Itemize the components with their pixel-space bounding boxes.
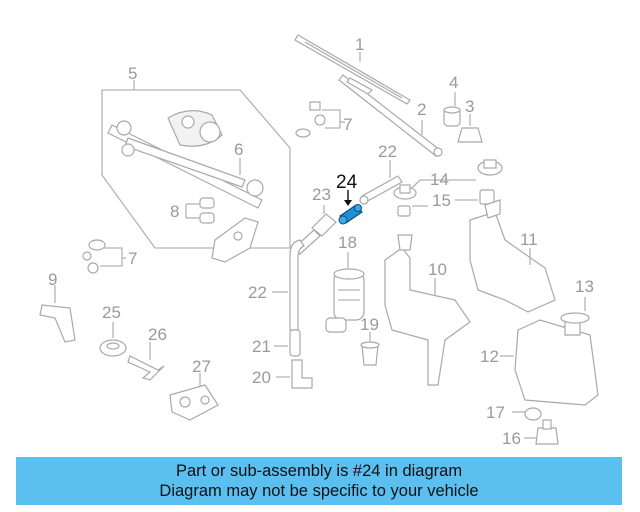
cap-part [443,106,461,127]
nut-bolt-part [295,101,326,138]
callout-12: 12 [480,347,499,366]
callout-9: 9 [48,270,57,289]
callout-16: 16 [502,429,521,448]
info-banner: Part or sub-assembly is #24 in diagram D… [16,457,622,505]
callout-24-highlighted: 24 [336,172,358,193]
washer-nozzle-part [393,159,503,200]
callout-6: 6 [234,140,243,159]
callout-1: 1 [355,35,364,54]
callout-17: 17 [486,403,505,422]
callout-10: 10 [428,260,447,279]
hose-part-26 [127,355,165,381]
seal-part [560,312,590,324]
callout-22-bottom: 22 [248,283,267,302]
callout-11: 11 [520,230,538,249]
callout-18: 18 [338,233,357,252]
callout-23: 23 [312,185,331,204]
parts-diagram: 1 2 3 4 5 6 7 7 8 9 10 11 12 13 14 15 16… [39,34,599,448]
callout-25: 25 [102,303,121,322]
callout-3: 3 [465,97,474,116]
grommet-part-25 [99,339,127,357]
callout-5: 5 [128,64,137,83]
washer-reservoir-part [384,234,471,386]
callout-26: 26 [148,325,167,344]
nut-part [82,239,106,274]
elbow-part-20 [291,359,313,389]
wiper-linkage-part [101,89,291,249]
banner-line-disclaimer: Diagram may not be specific to your vehi… [159,482,479,500]
reservoir-tank-part [514,319,599,406]
callout-7-top: 7 [343,115,352,134]
callout-13: 13 [575,277,594,296]
washer-reservoir-part-11 [469,199,556,313]
callout-8: 8 [170,202,179,221]
callout-15: 15 [432,191,451,210]
banner-line-part-number: Part or sub-assembly is #24 in diagram [175,462,463,480]
callout-19: 19 [360,315,379,334]
highlighted-check-valve-part [338,204,363,225]
grommet-part-19 [360,341,380,366]
bracket-part-27 [169,384,219,421]
bracket-part [39,304,76,343]
callout-4: 4 [449,73,458,92]
callout-22-top: 22 [378,142,397,161]
grommet-part-3 [457,127,483,143]
grommet-part-17 [524,407,542,421]
cap-part-15 [397,189,495,217]
hose-part-22 [359,175,403,205]
callout-7-bottom: 7 [128,249,137,268]
callout-21: 21 [252,337,271,356]
callout-20: 20 [252,368,271,387]
grommet-part [199,197,215,224]
wiper-arm-part [338,74,443,157]
callout-14: 14 [430,170,449,189]
pump-part-16 [535,419,559,445]
callout-27: 27 [192,357,211,376]
callout-2: 2 [417,100,426,119]
wiper-blade-part [294,34,411,105]
connector-part-21 [289,329,301,357]
motor-bracket-part [211,217,259,263]
hose-part-22-lower [289,239,305,331]
washer-pump-part [325,268,365,333]
